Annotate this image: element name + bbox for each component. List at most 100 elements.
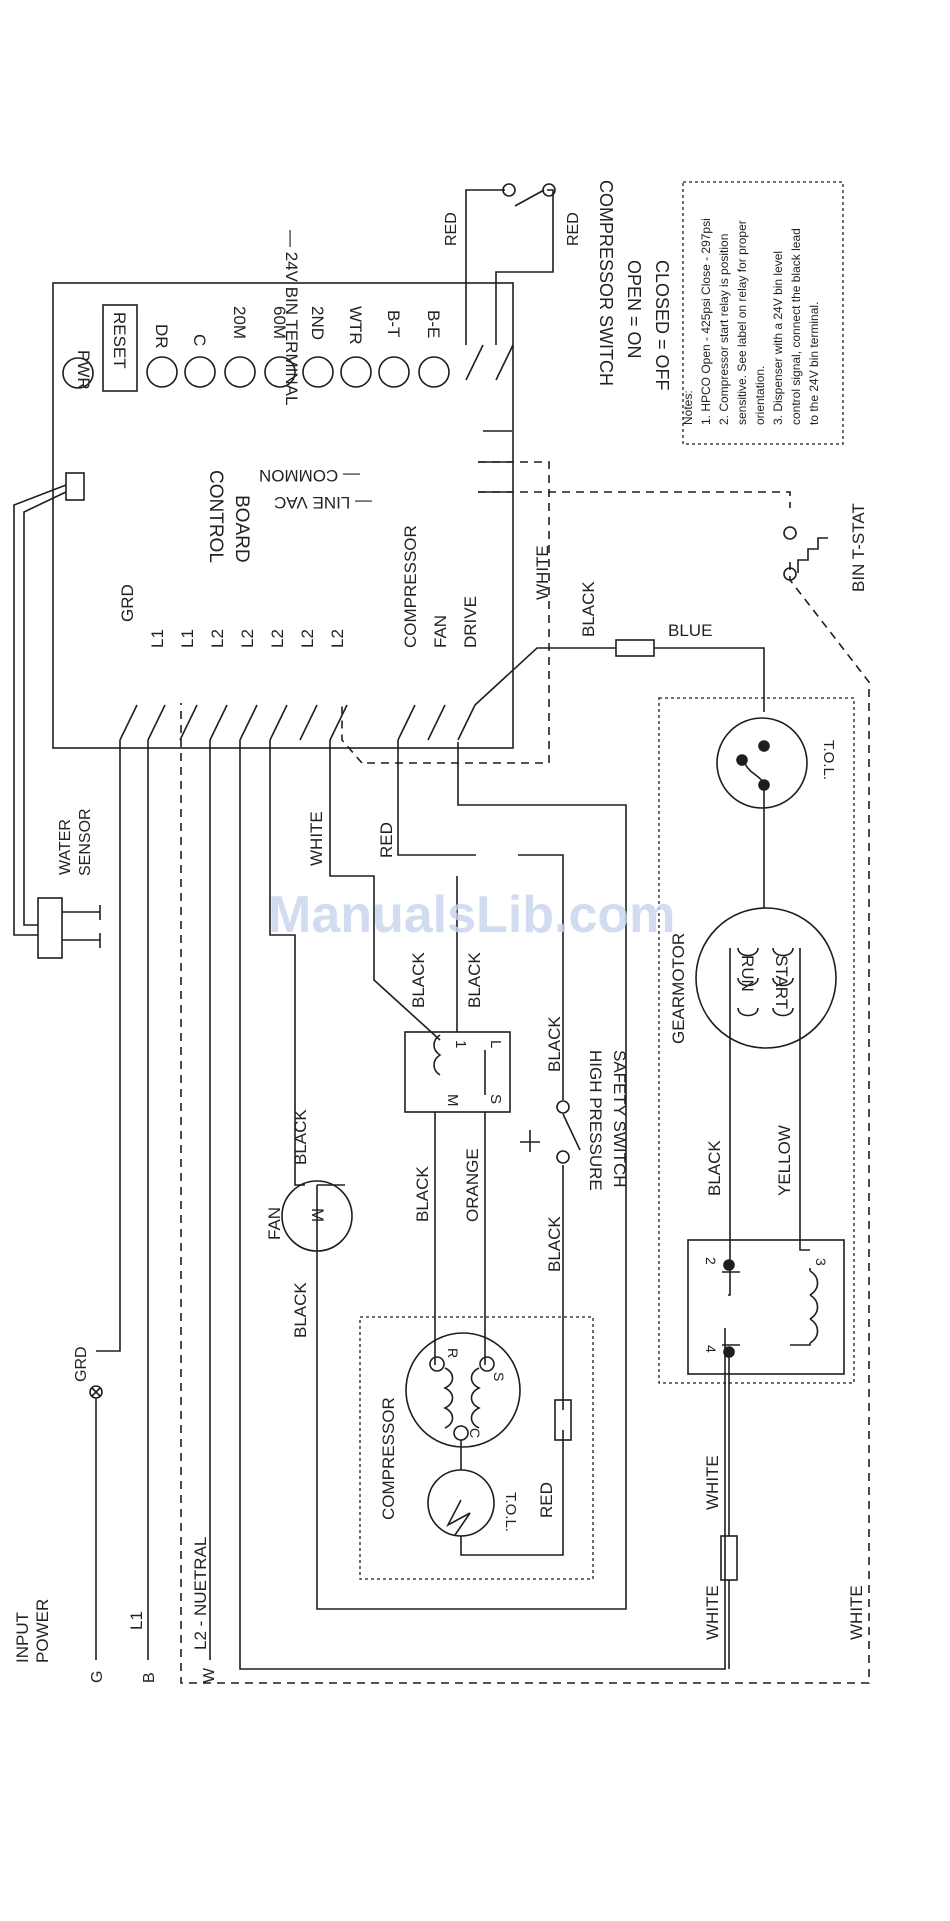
comp-switch-red-left: RED (443, 212, 460, 246)
compressor-label: COMPRESSOR (379, 1397, 398, 1520)
led-wtr-label: WTR (346, 306, 365, 345)
notes-line-4: orientation. (753, 366, 767, 425)
notes-heading: Notes: (681, 390, 695, 425)
compressor-c: C (467, 1428, 483, 1438)
line-vac-label: — LINE VAC (274, 493, 372, 512)
watermark: ManualsLib.com (268, 886, 675, 944)
control-board-title-2: BOARD (231, 495, 252, 563)
control-board-title-1: CONTROL (205, 470, 226, 563)
water-sensor-plug (65, 472, 85, 501)
gearmotor-start-relay (687, 1239, 845, 1375)
terminal-l2-b: L2 (238, 629, 257, 648)
gearmotor-tol-label: T.O.L. (820, 740, 837, 780)
bin-tstat-symbol (783, 526, 828, 581)
wire-white-3: WHITE (847, 1585, 866, 1640)
led-20m-label: 20M (230, 306, 249, 339)
white-circuit (180, 461, 870, 1684)
wire-red-comp: RED (377, 822, 396, 858)
terminal-l2-a: L2 (208, 629, 227, 648)
terminal-l2-d: L2 (298, 629, 317, 648)
wire-orange: ORANGE (463, 1148, 482, 1222)
input-g-label: G (89, 1671, 106, 1683)
start-relay-t2: 2 (703, 1257, 719, 1265)
led-60m-label: 60M (270, 306, 289, 339)
gearmotor-box (658, 697, 855, 1384)
relay-terminal-1: 1 (452, 1040, 469, 1048)
terminal-l2-e: L2 (328, 629, 347, 648)
notes-line-6: control signal, connect the black lead (789, 228, 803, 425)
wire-blue: BLUE (668, 621, 712, 640)
input-b-label: B (141, 1672, 158, 1683)
wire-black-fan-bottom: BLACK (291, 1282, 310, 1338)
comp-switch-closed: CLOSED = OFF (652, 260, 672, 391)
led-c-label: C (190, 334, 209, 346)
wire-white-l2: WHITE (307, 811, 326, 866)
notes-line-5: 3. Dispenser with a 24V bin level (771, 251, 785, 425)
relay-terminal-s: S (487, 1094, 504, 1104)
led-2nd-label: 2ND (308, 306, 327, 340)
led-pwr-label: PWR (74, 350, 93, 390)
wire-black-hps: BLACK (545, 1016, 564, 1072)
terminal-l2-c: L2 (268, 629, 287, 648)
terminal-grd: GRD (118, 584, 137, 622)
control-board-box (52, 282, 514, 749)
compressor-s: S (491, 1372, 507, 1381)
comp-switch-title: COMPRESSOR SWITCH (596, 180, 616, 386)
wire-white-top: WHITE (533, 545, 552, 600)
fan-motor-circle (281, 1180, 353, 1252)
start-relay-t3: 3 (813, 1258, 829, 1266)
water-sensor-label-2: SENSOR (77, 808, 94, 876)
gearmotor-start: START (772, 955, 791, 1009)
gearmotor-run: RUN (738, 955, 757, 992)
input-l1-label: L1 (127, 1611, 146, 1630)
common-label: — COMMON (259, 466, 360, 485)
wire-black-relay-2: BLACK (465, 952, 484, 1008)
hps-label-1: HIGH PRESSURE (586, 1050, 605, 1191)
wire-black-gear: BLACK (705, 1140, 724, 1196)
input-power-label-1: INPUT (13, 1612, 32, 1663)
notes-line-7: to the 24V bin terminal. (807, 302, 821, 425)
input-w-label: W (201, 1667, 218, 1683)
wire-black-top: BLACK (579, 581, 598, 637)
wire-red-tol: RED (537, 1482, 556, 1518)
gearmotor-label: GEARMOTOR (669, 933, 688, 1044)
notes-line-3: sensitive. See label on relay for proper (735, 220, 749, 425)
board-terminal-switches (119, 704, 476, 741)
bin-tstat-label: BIN T-STAT (849, 503, 868, 592)
wire-black-relay-m: BLACK (413, 1166, 432, 1222)
led-dr-label: DR (152, 324, 171, 349)
led-bt-label: B-T (384, 310, 403, 337)
led-be-label: B-E (424, 310, 443, 338)
compressor-tol-label: T.O.L. (502, 1492, 519, 1532)
compressor-circle (405, 1332, 521, 1448)
terminal-fan: FAN (431, 615, 450, 648)
led-row (62, 304, 450, 392)
led-reset-label: RESET (110, 312, 129, 369)
terminal-l1-a: L1 (148, 629, 167, 648)
comp-switch-open: OPEN = ON (624, 260, 644, 359)
compressor-box (359, 1316, 594, 1580)
input-grd-label: GRD (73, 1346, 90, 1382)
wire-black-hps-low: BLACK (545, 1216, 564, 1272)
fan-motor-m: M (308, 1208, 327, 1222)
relay-terminal-l: L (487, 1040, 504, 1048)
wire-white-2: WHITE (703, 1585, 722, 1640)
bin-terminal-label: — 24V BIN TERMINAL (282, 230, 301, 405)
wire-black-fan-top: BLACK (291, 1109, 310, 1165)
wire-black-relay-1: BLACK (409, 952, 428, 1008)
terminal-compressor: COMPRESSOR (401, 525, 420, 648)
terminal-drive: DRIVE (461, 596, 480, 648)
water-sensor-body (37, 897, 63, 959)
notes-line-1: 1. HPCO Open - 425psi Close - 297psi (699, 218, 713, 425)
water-sensor-label-1: WATER (57, 819, 74, 875)
input-l2-label: L2 - NUETRAL (191, 1537, 210, 1650)
fan-label: FAN (265, 1207, 284, 1240)
start-relay-t4: 4 (703, 1345, 719, 1353)
notes-line-2: 2. Compressor start relay is position (717, 234, 731, 425)
wire-yellow: YELLOW (775, 1125, 794, 1196)
input-power-label-2: POWER (33, 1599, 52, 1663)
comp-switch-red-right: RED (565, 212, 582, 246)
relay-terminal-m: M (444, 1094, 461, 1107)
terminal-l1-b: L1 (178, 629, 197, 648)
